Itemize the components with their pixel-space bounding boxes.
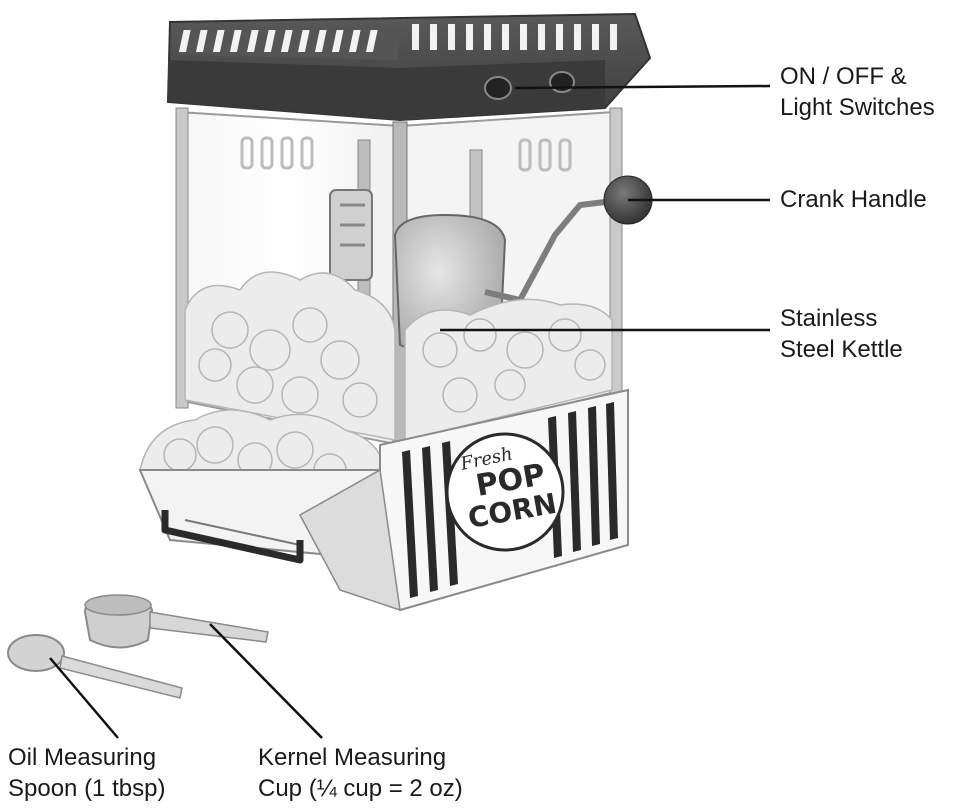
label-crank-handle: Crank Handle xyxy=(780,186,927,213)
roof-vents-left xyxy=(178,30,378,52)
popcorn-sign xyxy=(445,432,565,552)
oil-measuring-spoon xyxy=(7,634,183,699)
label-kernel-cup: Kernel Measuring Cup (¼ cup = 2 oz) xyxy=(258,744,463,802)
roof-vents-right xyxy=(412,24,617,50)
label-kettle: Stainless Steel Kettle xyxy=(780,305,903,363)
callout-line-spoon xyxy=(49,657,119,739)
callout-lines xyxy=(49,84,771,739)
tray-handle xyxy=(161,510,304,564)
machine-roof xyxy=(166,12,652,122)
machine-base: Fresh POP CORN xyxy=(298,388,629,612)
label-switches: ON / OFF & Light Switches xyxy=(780,63,935,121)
callout-line-switches xyxy=(514,84,771,90)
kernel-measuring-cup xyxy=(83,594,269,649)
label-oil-spoon: Oil Measuring Spoon (1 tbsp) xyxy=(8,744,166,802)
callout-line-cup xyxy=(209,623,323,739)
light-switch xyxy=(549,71,575,93)
on-off-switch xyxy=(484,76,512,100)
